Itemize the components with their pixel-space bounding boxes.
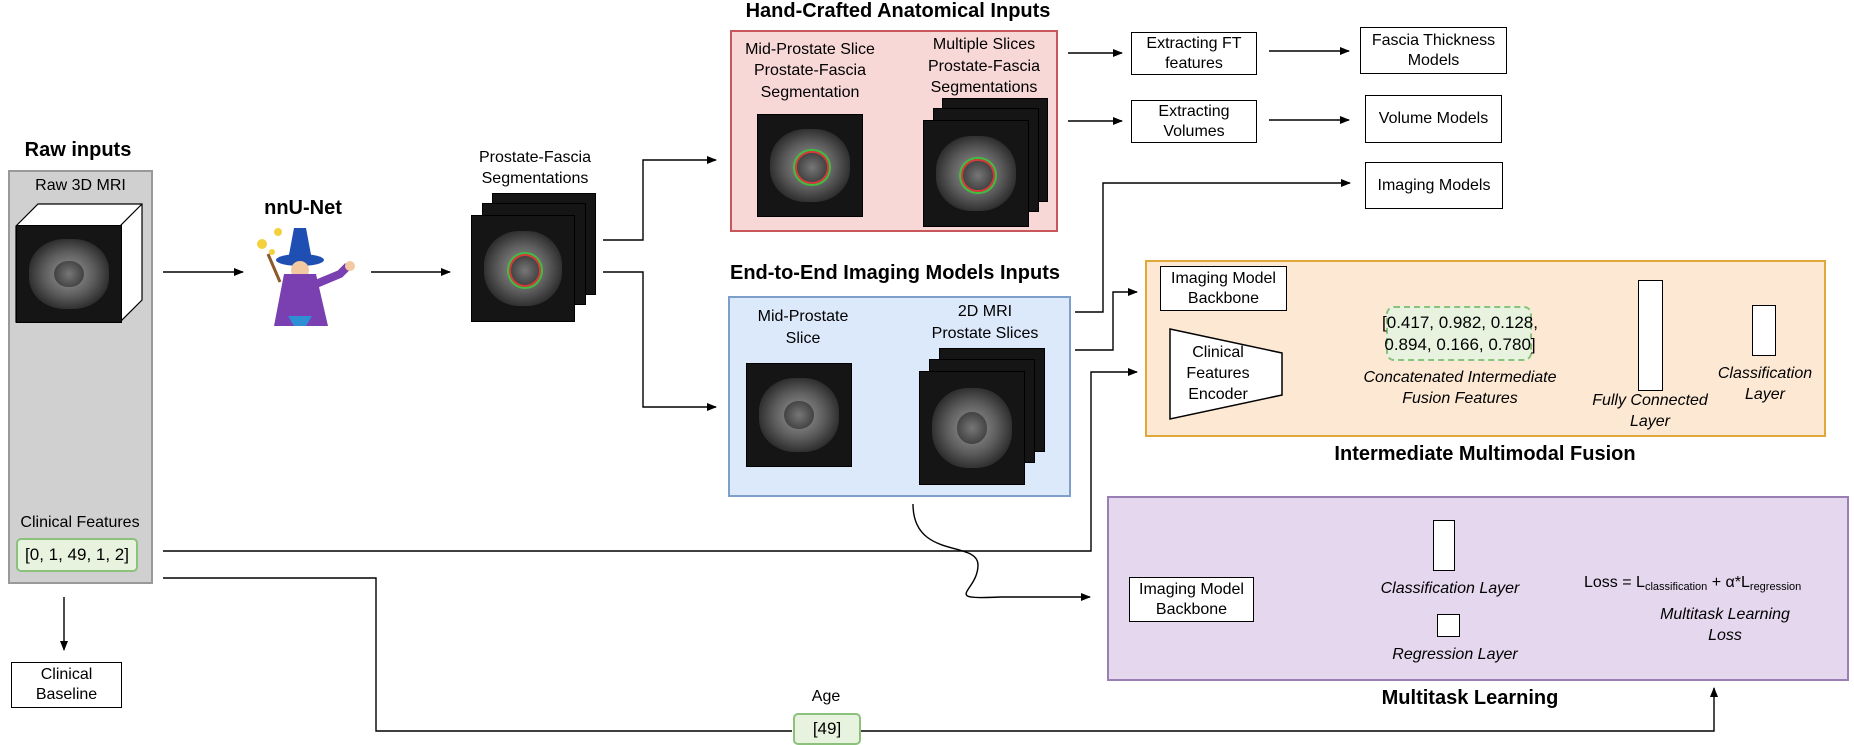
mt-cls-label: Classification Layer	[1380, 580, 1520, 597]
arrow-age-to-loss	[861, 687, 1718, 732]
clinical-baseline-line2: Baseline	[35, 686, 98, 703]
mt-cls-rect	[1433, 520, 1455, 571]
arrow-seg-to-handcrafted	[603, 156, 717, 241]
imaging-models-box: Imaging Models	[1365, 162, 1503, 209]
raw-mri-label: Raw 3D MRI	[35, 177, 126, 194]
e2e-slices-line1: 2D MRI	[957, 303, 1013, 320]
clinical-features-label: Clinical Features	[20, 514, 140, 531]
hc-multi-line1: Multiple Slices	[932, 36, 1036, 53]
arrow-to-fusion-backbone	[1075, 288, 1138, 351]
hc-multi-line2: Prostate-Fascia	[927, 58, 1041, 75]
hc-mid-line1: Mid-Prostate Slice	[745, 41, 875, 58]
fascia-models-line1: Fascia Thickness	[1371, 31, 1496, 49]
loss-sub-regression: regression	[1749, 581, 1802, 593]
fusion-cls-line2: Layer	[1744, 386, 1786, 403]
seg-label-2: Segmentations	[481, 170, 589, 187]
fusion-features-line2: 0.894, 0.166, 0.780]	[1384, 335, 1536, 354]
encoder-line3: Encoder	[1188, 386, 1248, 403]
volume-models-box: Volume Models	[1365, 95, 1502, 143]
hc-multi-line3: Segmentations	[930, 79, 1038, 96]
fusion-backbone-line2: Backbone	[1187, 289, 1260, 307]
arrow-age-path	[163, 577, 792, 732]
cls-layer-rect	[1752, 305, 1776, 356]
arrow-clinical-to-encoder	[163, 368, 1138, 552]
fc-caption-line2: Layer	[1629, 413, 1671, 430]
mt-backbone-line2: Backbone	[1155, 600, 1228, 618]
loss-formula: Loss = Lclassification + α*Lregression	[1584, 572, 1844, 598]
age-label: Age	[811, 688, 841, 705]
encoder-line1: Clinical	[1192, 344, 1244, 361]
wizard-icon	[257, 228, 355, 326]
arrow-seg-to-e2e	[603, 271, 717, 411]
hc-mid-line3: Segmentation	[760, 84, 860, 101]
age-value: [49]	[793, 713, 861, 745]
mt-reg-label: Regression Layer	[1392, 646, 1518, 663]
e2e-title: End-to-End Imaging Models Inputs	[730, 262, 1060, 284]
fusion-features-pill	[1386, 306, 1532, 361]
loss-caption-line1: Multitask Learning	[1660, 606, 1790, 623]
fusion-backbone-box: Imaging Model Backbone	[1160, 266, 1287, 311]
fusion-title: Intermediate Multimodal Fusion	[1334, 443, 1636, 465]
fusion-backbone-line1: Imaging Model	[1171, 269, 1276, 287]
raw-mri-image	[16, 225, 122, 323]
extract-vol-line2: Volumes	[1163, 122, 1225, 140]
mt-backbone-line1: Imaging Model	[1139, 580, 1244, 598]
arrow-to-imaging-models	[1075, 179, 1351, 313]
encoder-line2: Features	[1186, 365, 1250, 382]
fascia-models-line2: Models	[1407, 51, 1460, 69]
extract-vol-box: Extracting Volumes	[1131, 100, 1257, 143]
loss-mid: + α*L	[1707, 574, 1750, 591]
extract-ft-line2: features	[1165, 54, 1223, 72]
fusion-cls-line1: Classification	[1717, 365, 1813, 382]
fc-caption-line1: Fully Connected	[1592, 392, 1708, 409]
mt-backbone-box: Imaging Model Backbone	[1129, 577, 1254, 622]
loss-caption-line2: Loss	[1708, 627, 1742, 644]
e2e-mid-slice-image	[746, 363, 852, 467]
e2e-mid-line2: Slice	[785, 330, 821, 347]
hc-mid-line2: Prostate-Fascia	[753, 62, 867, 79]
loss-prefix: Loss = L	[1584, 574, 1645, 591]
concat-caption-line1: Concatenated Intermediate	[1363, 369, 1557, 386]
fc-layer-rect	[1638, 280, 1663, 391]
handcrafted-title: Hand-Crafted Anatomical Inputs	[745, 0, 1051, 22]
clinical-encoder-shape	[1169, 328, 1283, 420]
clinical-baseline-box: Clinical Baseline	[11, 662, 122, 708]
seg-label-1: Prostate-Fascia	[478, 149, 592, 166]
clinical-baseline-line1: Clinical	[40, 666, 93, 683]
loss-sub-classification: classification	[1644, 581, 1708, 593]
e2e-slices-line2: Prostate Slices	[931, 325, 1039, 342]
e2e-slices-front	[919, 371, 1025, 485]
clinical-features-values: [0, 1, 49, 1, 2]	[16, 538, 138, 572]
e2e-mid-line1: Mid-Prostate	[757, 308, 849, 325]
raw-inputs-title: Raw inputs	[24, 139, 132, 161]
fusion-features-line1: [0.417, 0.982, 0.128,	[1382, 313, 1538, 332]
extract-ft-line1: Extracting FT	[1146, 34, 1242, 52]
mt-reg-rect	[1437, 614, 1460, 637]
extract-ft-box: Extracting FT features	[1131, 32, 1257, 75]
fascia-models-box: Fascia Thickness Models	[1360, 27, 1507, 74]
seg-stack-front	[471, 215, 575, 322]
multitask-title: Multitask Learning	[1381, 687, 1559, 709]
nnunet-title: nnU-Net	[264, 197, 342, 219]
concat-caption-line2: Fusion Features	[1402, 390, 1518, 407]
arrow-e2e-to-multitask	[912, 503, 1091, 601]
extract-vol-line1: Extracting	[1158, 102, 1230, 120]
hc-multi-front	[923, 120, 1029, 227]
hc-mid-slice-image	[757, 114, 863, 217]
